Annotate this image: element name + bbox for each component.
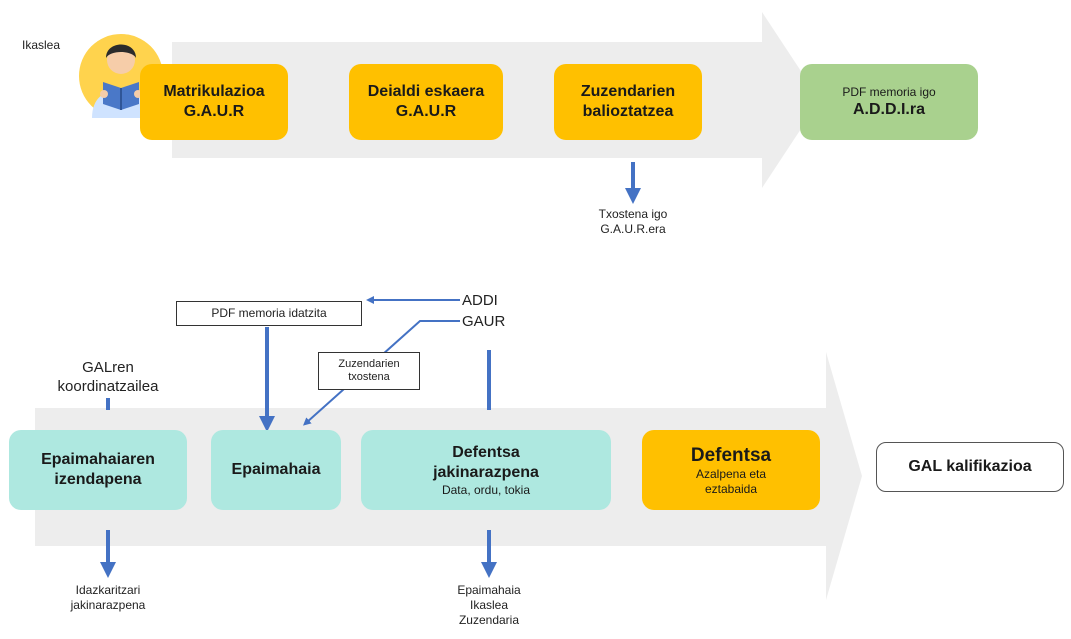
final-title: GAL kalifikazioa [908,458,1032,475]
top-output-note: Txostena igo G.A.U.R.era [583,207,683,237]
step-title: Deialdi eskaera [367,83,485,100]
step-subtitle: jakinarazpena [433,463,539,481]
step-detail: Data, ordu, tokia [441,482,531,497]
left-output-note: Idazkaritzari jakinarazpena [48,583,168,613]
step-matrikulazioa: Matrikulazioa G.A.U.R [140,64,288,140]
step-defentsa-jakinarazpena: Defentsa jakinarazpena Data, ordu, tokia [361,430,611,510]
step-title: Zuzendarien [580,83,676,100]
coordinator-label: GALren koordinatzailea [48,358,168,396]
step-title: Epaimahaiaren [41,451,155,468]
step-subtitle: izendapena [54,471,142,488]
output-line3: Zuzendaria [458,613,520,627]
step-title: Matrikulazioa [163,83,265,100]
step-subtitle: balioztatzea [582,103,674,120]
final-gal-kalifikazioa: GAL kalifikazioa [876,442,1064,492]
center-output-note: Epaimahaia Ikaslea Zuzendaria [439,583,539,628]
step-deialdi-eskaera: Deialdi eskaera G.A.U.R [349,64,503,140]
step-epaimahaia: Epaimahaia [211,430,341,510]
output-line2: jakinarazpena [70,598,146,612]
note-line2: G.A.U.R.era [600,222,666,236]
step-title: Defentsa [690,444,772,466]
addi-label: ADDI [462,292,498,309]
step-subtitle: G.A.U.R [183,103,245,120]
final-line1: PDF memoria igo [842,84,936,99]
step-subtitle: G.A.U.R [395,103,457,120]
step-detail-line2: eztabaida [704,481,758,496]
callout-line1: Zuzendarien [338,358,400,370]
callout-line2: txostena [348,371,390,383]
step-zuzendarien-balioztatzea: Zuzendarien balioztatzea [554,64,702,140]
step-defentsa: Defentsa Azalpena eta eztabaida [642,430,820,510]
actor-label: Ikaslea [22,38,61,52]
step-detail-line1: Azalpena eta [695,466,767,481]
step-title: Epaimahaia [231,461,321,478]
output-line2: Ikaslea [469,598,509,612]
gaur-label: GAUR [462,313,506,330]
coordinator-line2: koordinatzailea [57,378,159,395]
output-line1: Idazkaritzari [75,583,141,597]
zuzendarien-txostena-callout: Zuzendarien txostena [318,352,420,390]
final-pdf-memoria-igo: PDF memoria igo A.D.D.I.ra [800,64,978,140]
pdf-memoria-callout: PDF memoria idatzita [176,301,362,326]
step-title: Defentsa [452,443,520,461]
note-line1: Txostena igo [598,207,668,221]
final-line2: A.D.D.I.ra [852,100,925,118]
coordinator-line1: GALren [82,359,134,376]
step-epaimahaiaren-izendapena: Epaimahaiaren izendapena [9,430,187,510]
output-line1: Epaimahaia [457,583,521,597]
